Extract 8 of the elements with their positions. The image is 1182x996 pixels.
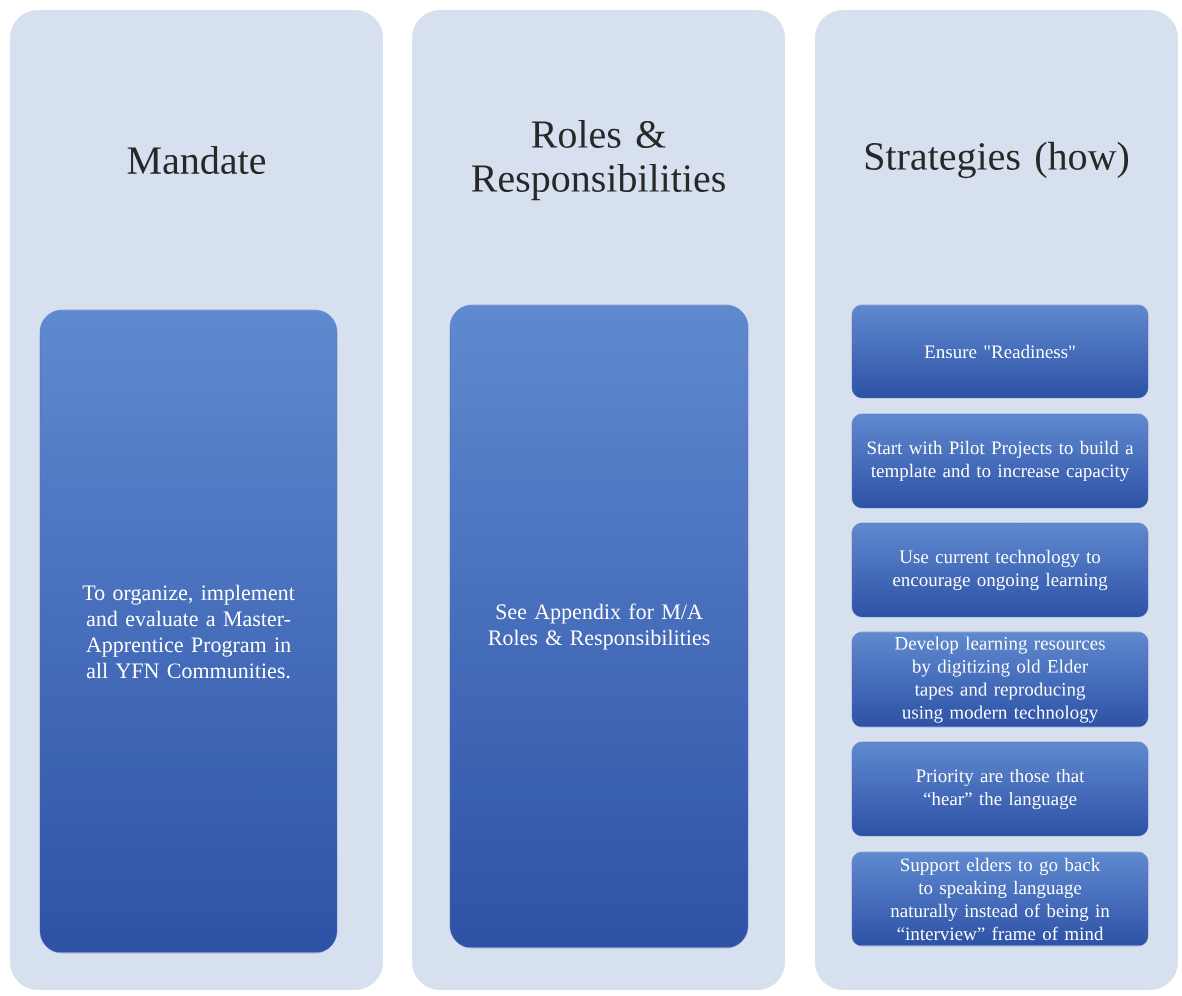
text-box: Use current technology to encourage ongoing learning: [851, 522, 1149, 618]
text-box: Develop learning resources by digitizing old Elder tapes and reproducing using modern technology: [851, 631, 1149, 728]
text-box: Start with Pilot Projects to build a template and to increase capacity: [851, 413, 1149, 509]
text-box: Priority are those that “hear” the language: [851, 741, 1149, 837]
text-box: Ensure "Readiness": [851, 304, 1149, 399]
text-box: See Appendix for M/A Roles & Responsibilities: [449, 304, 749, 949]
text-box: Support elders to go back to speaking language naturally instead of being in “interview” frame of mind: [851, 851, 1149, 947]
text-box: To organize, implement and evaluate a Master-Apprentice Program in all YFN Communities.: [39, 309, 338, 954]
